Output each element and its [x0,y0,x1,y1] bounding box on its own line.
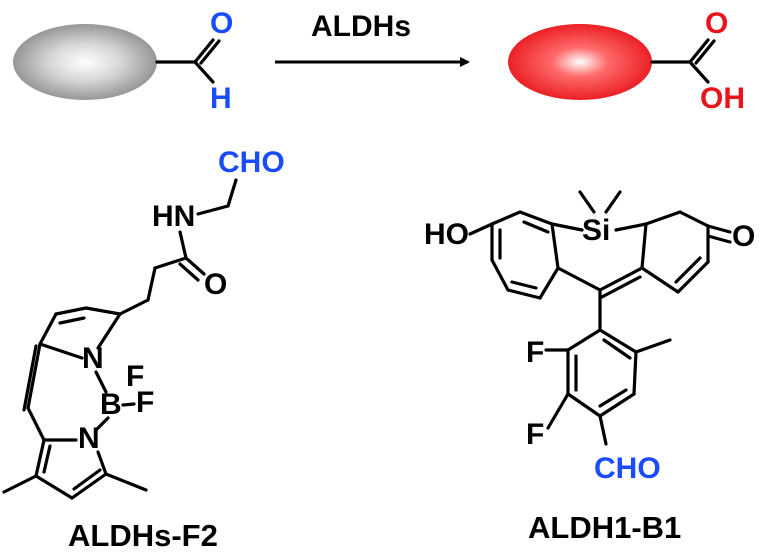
reaction-scheme: O H ALDHs O OH [13,7,745,115]
b1-f-lower-label: F [526,418,544,451]
b1-ketone-o-label: O [732,220,755,253]
aldehyde-h-label: H [210,82,232,115]
b1-name-label: ALDH1-B1 [528,510,681,545]
b1-f-upper-label: F [526,336,544,369]
product-ellipse [508,24,652,100]
f2-name-label: ALDHs-F2 [68,518,218,552]
b1-ho-label: HO [424,218,469,251]
arrow-label: ALDHs [311,10,411,43]
f2-f-top-label: F [126,360,144,393]
substrate-ellipse [13,24,157,100]
f2-boron-label: B [100,388,122,421]
probe-aldhs-f2-structure: CHO HN O N B F F N [2,146,285,552]
acid-oh-label: OH [700,82,745,115]
f2-amide-o-label: O [204,268,227,301]
aldehyde-o-label: O [210,7,233,40]
aldehyde-group: O H [155,7,233,115]
acid-o-label: O [705,7,728,40]
f2-n-top-label: N [82,342,104,375]
f2-hn-label: HN [152,200,195,233]
probe-aldh1-b1-structure: HO Si O [424,190,755,545]
b1-cho-label: CHO [594,452,661,485]
f2-cho-label: CHO [218,146,285,179]
f2-f-right-label: F [136,386,154,419]
acid-group: O OH [650,7,745,115]
b1-si-label: Si [582,214,610,247]
f2-n-bottom-label: N [78,422,100,455]
